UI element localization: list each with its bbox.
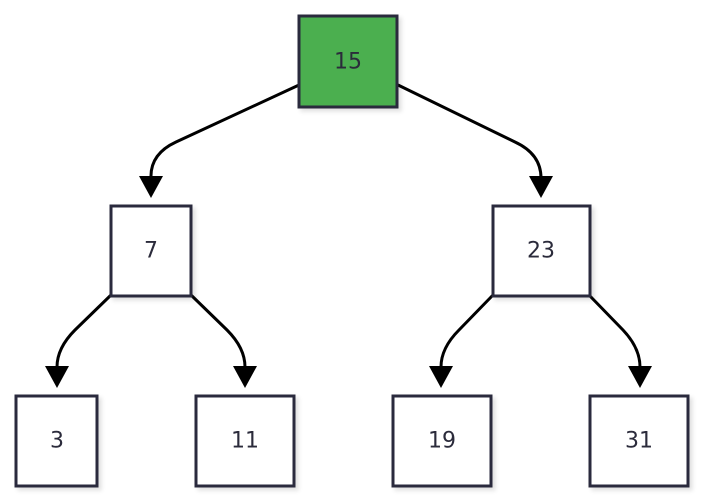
edge-23-to-31: [587, 293, 652, 388]
arrowhead-icon: [628, 366, 652, 388]
edge-23-to-19: [429, 293, 495, 388]
edge-7-to-3: [45, 293, 113, 388]
tree-node-31[interactable]: 31: [588, 394, 690, 488]
node-box-7: [109, 204, 193, 298]
node-label-11: 11: [231, 429, 259, 454]
arrowhead-icon: [139, 176, 163, 198]
edge-15-to-7: [139, 83, 300, 198]
node-label-23: 23: [527, 239, 555, 264]
node-label-19: 19: [428, 429, 456, 454]
node-label-7: 7: [144, 239, 158, 264]
tree-node-7[interactable]: 7: [109, 204, 193, 298]
tree-node-root[interactable]: 15: [297, 14, 399, 109]
tree-node-19[interactable]: 19: [391, 394, 493, 488]
arrowhead-icon: [529, 176, 553, 198]
tree-node-23[interactable]: 23: [491, 204, 592, 298]
node-box-19: [391, 394, 493, 488]
arrowhead-icon: [233, 366, 257, 388]
node-label-31: 31: [625, 429, 653, 454]
tree-node-3[interactable]: 3: [14, 394, 99, 488]
node-box-31: [588, 394, 690, 488]
node-label-root: 15: [334, 50, 362, 75]
node-box-3: [14, 394, 99, 488]
edge-15-to-23: [397, 83, 553, 198]
edge-7-to-11: [189, 293, 257, 388]
node-label-3: 3: [50, 429, 64, 454]
node-box-11: [194, 394, 296, 488]
arrowhead-icon: [429, 366, 453, 388]
tree-node-11[interactable]: 11: [194, 394, 296, 488]
arrowhead-icon: [45, 366, 69, 388]
edges: [45, 83, 652, 388]
node-box-23: [491, 204, 592, 298]
nodes: 15 7 23 3 11 19 31: [14, 14, 690, 488]
node-box-root: [297, 14, 399, 109]
